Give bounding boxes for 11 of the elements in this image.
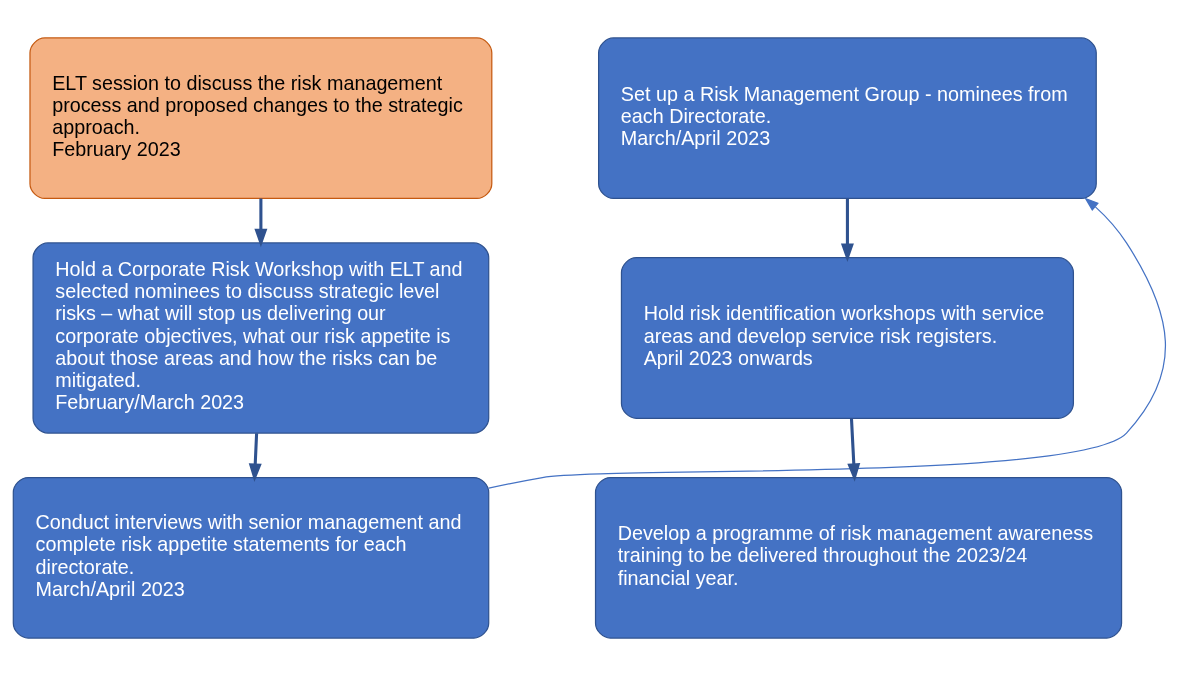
arrow [840, 198, 854, 262]
arrow [488, 196, 1166, 489]
arrow [847, 417, 861, 482]
node-box: Develop a programme of risk management awareness training to be delivered throughout the 2023/24 financial year. [594, 476, 1123, 639]
node-box: ELT session to discuss the risk management process and proposed changes to the strategic approach. February 2023 [29, 36, 493, 199]
node-box: Hold a Corporate Risk Workshop with ELT and selected nominees to discuss strategic level risks – what will stop us delivering our corporate objectives, what our risk appetite is about those areas and how the risks can be mitigated. February/March 2023 [32, 241, 490, 434]
arrow [248, 432, 262, 482]
node-box: Conduct interviews with senior management and complete risk appetite statements for each directorate. March/April 2023 [12, 476, 490, 639]
arrow [254, 198, 268, 247]
node-box: Hold risk identification workshops with service areas and develop service risk registers. April 2023 onwards [620, 256, 1074, 419]
node-box: Set up a Risk Management Group - nominees from each Directorate. March/April 2023 [598, 36, 1097, 199]
